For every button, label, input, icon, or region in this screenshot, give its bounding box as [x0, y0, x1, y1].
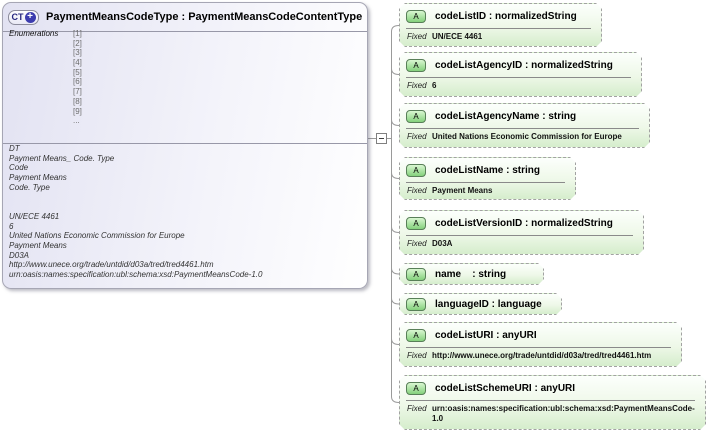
fixed-value: D03A: [432, 239, 453, 248]
complex-type-icon-label: CT: [11, 12, 24, 22]
collapse-handle-icon[interactable]: [376, 133, 387, 144]
attribute-title: codeListVersionID : normalizedString: [435, 217, 613, 229]
attribute-icon: A: [406, 164, 426, 177]
attribute-box-languageID[interactable]: A languageID : language: [399, 293, 562, 315]
annotation-line: DT: [9, 144, 20, 153]
fixed-label: Fixed: [407, 239, 427, 248]
divider: [406, 77, 631, 78]
attribute-title: codeListAgencyID : normalizedString: [435, 59, 613, 71]
annotation-line: UN/ECE 4461: [9, 211, 60, 221]
fixed-value: urn:oasis:names:specification:ubl:schema…: [432, 404, 695, 423]
divider: [406, 128, 639, 129]
annotation-line: [9, 202, 363, 212]
complex-type-box[interactable]: CT + PaymentMeansCodeType : PaymentMeans…: [2, 2, 368, 289]
enumeration-value: [1]: [73, 29, 82, 38]
annotation-line: urn:oasis:names:specification:ubl:schema…: [9, 269, 263, 279]
attribute-icon: A: [406, 10, 426, 23]
enumeration-value: [7]: [73, 87, 82, 97]
fixed-value: United Nations Economic Commission for E…: [432, 132, 622, 141]
attribute-title: languageID : language: [435, 298, 542, 310]
type-title: PaymentMeansCodeType : PaymentMeansCodeC…: [46, 11, 363, 23]
complex-type-header: CT + PaymentMeansCodeType : PaymentMeans…: [3, 3, 367, 31]
annotation-line: http://www.unece.org/trade/untdid/d03a/t…: [9, 260, 214, 270]
complex-type-icon: CT +: [8, 9, 39, 25]
attribute-title: codeListID : normalizedString: [435, 10, 577, 22]
attribute-icon: A: [406, 217, 426, 230]
fixed-label: Fixed: [407, 404, 427, 413]
fixed-label: Fixed: [407, 186, 427, 195]
enumeration-list: [1] [2] [3] [4] [5] [6] [7] [8] [9] ...: [73, 29, 82, 126]
attribute-box-codeListID[interactable]: A codeListID : normalizedString Fixed UN…: [399, 3, 602, 47]
fixed-value: http://www.unece.org/trade/untdid/d03a/t…: [432, 351, 652, 360]
attribute-icon: A: [406, 59, 426, 72]
fixed-value: Payment Means: [432, 186, 493, 195]
attribute-box-codeListAgencyName[interactable]: A codeListAgencyName : string Fixed Unit…: [399, 103, 650, 148]
fixed-label: Fixed: [407, 351, 427, 360]
attribute-icon: A: [406, 382, 426, 395]
annotation-line: Payment Means: [9, 173, 67, 183]
enumeration-value: [5]: [73, 67, 82, 77]
fixed-value: 6: [432, 81, 437, 90]
annotation-line: 6: [9, 221, 14, 231]
enumeration-value: ...: [73, 116, 80, 126]
expand-plus-icon[interactable]: +: [24, 11, 36, 23]
attribute-box-codeListVersionID[interactable]: A codeListVersionID : normalizedString F…: [399, 210, 644, 255]
enumerations-label: Enumerations: [9, 29, 59, 38]
attribute-icon: A: [406, 298, 426, 311]
fixed-label: Fixed: [407, 32, 427, 41]
divider: [406, 347, 671, 348]
attribute-icon: A: [406, 329, 426, 342]
divider: [406, 182, 565, 183]
annotation-line: Code. Type: [9, 182, 50, 192]
enumeration-value: [9]: [73, 106, 82, 116]
attribute-title: name : string: [435, 268, 507, 280]
attribute-box-name[interactable]: A name : string: [399, 263, 544, 285]
annotation-block: DT Payment Means_ Code. Type Code Paymen…: [9, 144, 363, 280]
annotation-line: [9, 192, 363, 202]
section-divider: [3, 143, 367, 144]
attribute-title: codeListURI : anyURI: [435, 329, 537, 341]
attribute-title: codeListAgencyName : string: [435, 110, 577, 122]
attribute-title: codeListName : string: [435, 164, 541, 176]
attribute-box-codeListSchemeURI[interactable]: A codeListSchemeURI : anyURI Fixed urn:o…: [399, 375, 706, 430]
divider: [406, 400, 695, 401]
attribute-icon: A: [406, 110, 426, 123]
enumeration-value: [8]: [73, 96, 82, 106]
attribute-icon: A: [406, 268, 426, 281]
divider: [406, 28, 591, 29]
enumeration-value: [2]: [73, 38, 82, 48]
enumeration-value: [4]: [73, 58, 82, 68]
header-divider: [3, 31, 367, 32]
annotation-line: United Nations Economic Commission for E…: [9, 231, 185, 241]
annotation-line: Payment Means: [9, 240, 67, 250]
enumeration-value: [3]: [73, 48, 82, 58]
annotation-line: D03A: [9, 250, 30, 260]
fixed-value: UN/ECE 4461: [432, 32, 483, 41]
annotation-line: Payment Means_ Code. Type: [9, 153, 115, 163]
attribute-box-codeListAgencyID[interactable]: A codeListAgencyID : normalizedString Fi…: [399, 52, 642, 97]
attribute-box-codeListURI[interactable]: A codeListURI : anyURI Fixed http://www.…: [399, 322, 682, 367]
attribute-box-codeListName[interactable]: A codeListName : string Fixed Payment Me…: [399, 157, 576, 200]
enumeration-value: [6]: [73, 77, 82, 87]
attribute-title: codeListSchemeURI : anyURI: [435, 382, 576, 394]
fixed-label: Fixed: [407, 132, 427, 141]
annotation-line: Code: [9, 163, 29, 173]
divider: [406, 235, 633, 236]
fixed-label: Fixed: [407, 81, 427, 90]
